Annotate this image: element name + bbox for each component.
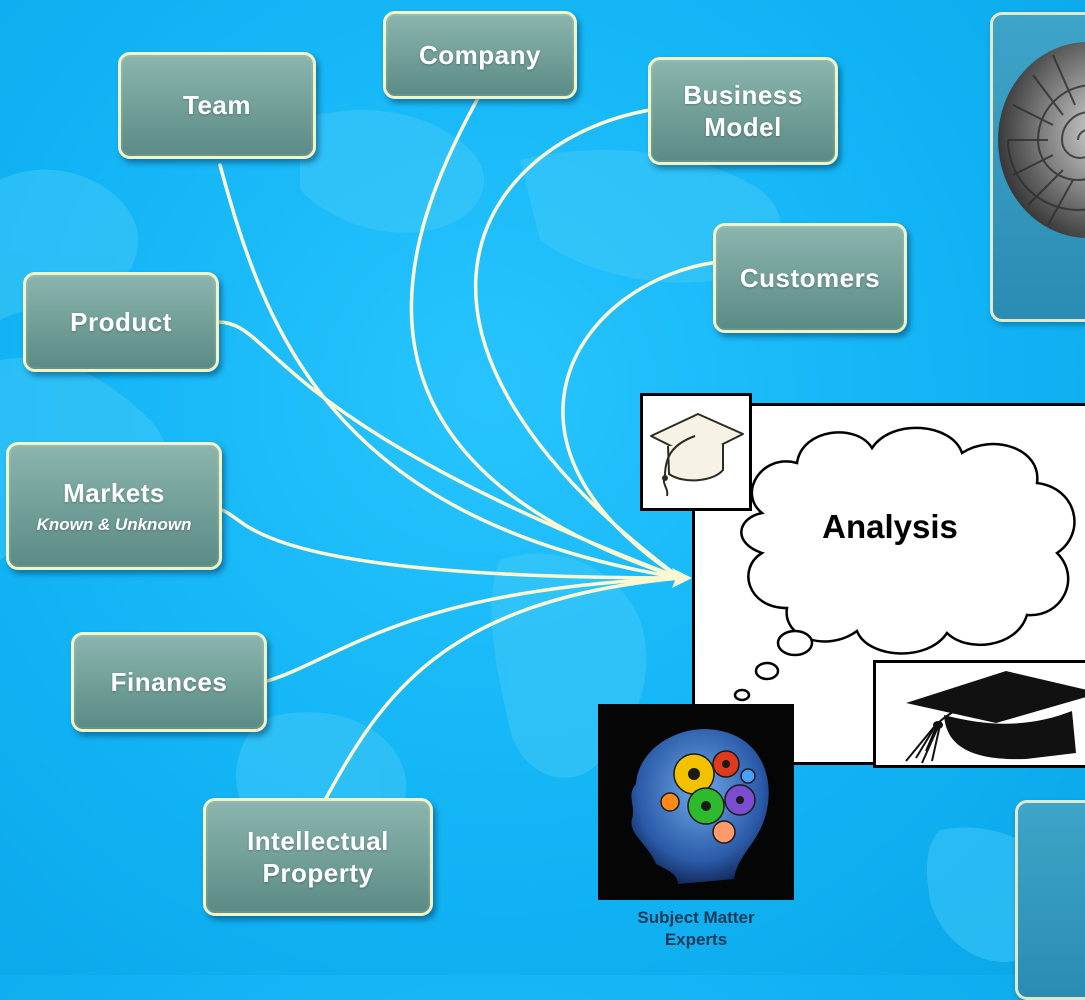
experts-caption-line-2: Experts <box>664 930 728 950</box>
node-customers: Customers <box>713 223 907 333</box>
node-customers-label: Customers <box>739 262 881 293</box>
node-company-label: Company <box>419 39 541 70</box>
node-finances-label: Finances <box>110 666 228 697</box>
experts-caption-line-1: Subject Matter <box>637 908 755 927</box>
nautilus-shell-panel <box>990 12 1085 322</box>
thought-cloud-icon <box>733 426 1076 702</box>
node-company: Company <box>383 11 577 99</box>
node-intellectual-property-line-2: Property <box>262 858 374 888</box>
analysis-label: Analysis <box>822 508 958 545</box>
node-product: Product <box>23 272 219 372</box>
node-product-label: Product <box>70 306 172 337</box>
node-markets-sublabel: Known & Unknown <box>36 514 192 534</box>
node-team-label: Team <box>183 90 251 121</box>
node-finances: Finances <box>71 632 267 732</box>
node-team: Team <box>118 52 316 159</box>
gear-head-icon <box>598 704 794 900</box>
node-intellectual-property-line-1: Intellectual <box>247 825 389 856</box>
nautilus-shell-image <box>998 42 1085 238</box>
corner-panel <box>1015 800 1085 1000</box>
node-business-model: Business Model <box>648 57 838 165</box>
graduation-cap-sketch-icon <box>640 393 752 511</box>
graduation-cap-icon <box>873 660 1085 768</box>
node-markets: Markets Known & Unknown <box>6 442 222 570</box>
node-business-model-line-1: Business <box>683 79 803 110</box>
experts-caption: Subject Matter Experts <box>585 907 807 951</box>
node-intellectual-property: Intellectual Property <box>203 798 433 916</box>
node-markets-label: Markets <box>63 478 165 509</box>
node-business-model-line-2: Model <box>704 112 782 142</box>
